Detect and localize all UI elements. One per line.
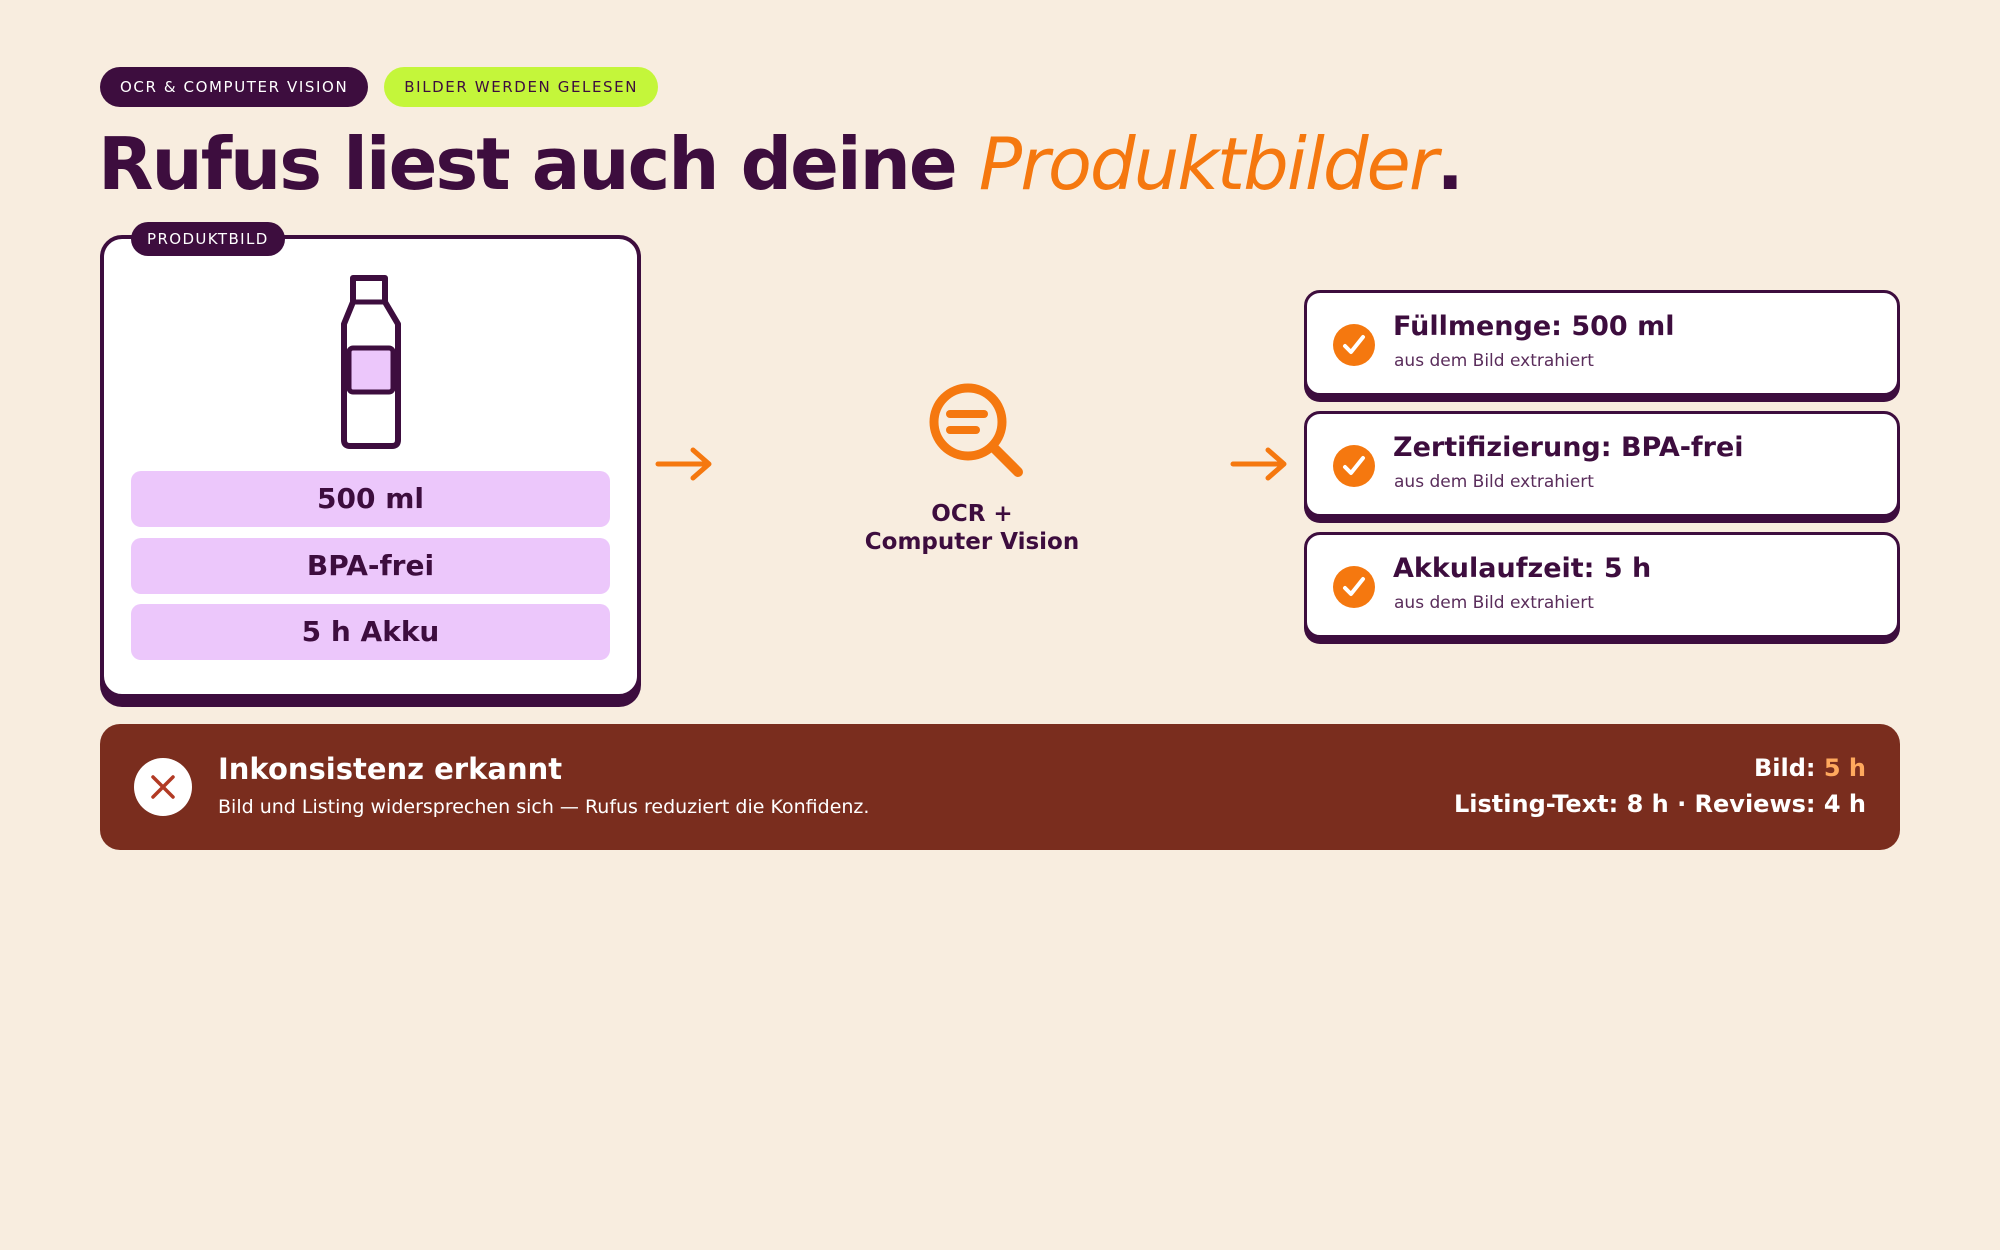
alert-title: Inkonsistenz erkannt — [218, 752, 563, 786]
image-value-row: Bild: 5 h — [1454, 754, 1866, 782]
product-label-volume: 500 ml — [131, 471, 610, 527]
result-title: Füllmenge: 500 ml — [1393, 311, 1675, 342]
chip-ocr: OCR & COMPUTER VISION — [100, 67, 369, 107]
check-icon — [1333, 566, 1375, 608]
product-label-bpa: BPA-frei — [131, 538, 610, 594]
result-subtitle: aus dem Bild extrahiert — [1394, 593, 1594, 613]
arrow-right-icon — [655, 447, 712, 481]
ocr-label: OCR + Computer Vision — [846, 500, 1098, 556]
alert-message: Bild und Listing widersprechen sich — Ru… — [218, 796, 870, 818]
magnifier-icon — [929, 383, 1023, 477]
result-subtitle: aus dem Bild extrahiert — [1394, 472, 1594, 492]
title-main: Rufus liest auch deine — [98, 122, 979, 206]
result-card: Füllmenge: 500 ml aus dem Bild extrahier… — [1304, 290, 1900, 396]
bottle-icon — [341, 275, 401, 449]
product-card-tag: PRODUKTBILD — [131, 222, 285, 256]
result-title: Akkulaufzeit: 5 h — [1393, 553, 1652, 584]
title-period: . — [1436, 122, 1463, 206]
product-label-battery: 5 h Akku — [131, 604, 610, 660]
image-label: Bild: — [1753, 754, 1816, 782]
alert-comparison: Bild: 5 h Listing-Text: 8 h · Reviews: 4… — [1454, 754, 1866, 818]
check-icon — [1333, 445, 1375, 487]
inconsistency-alert: Inkonsistenz erkannt Bild und Listing wi… — [100, 724, 1900, 850]
check-icon — [1333, 324, 1375, 366]
close-icon — [134, 758, 192, 816]
result-subtitle: aus dem Bild extrahiert — [1394, 351, 1594, 371]
result-card: Akkulaufzeit: 5 h aus dem Bild extrahier… — [1304, 532, 1900, 638]
ocr-label-line1: OCR + — [931, 501, 1013, 527]
listing-value-row: Listing-Text: 8 h · Reviews: 4 h — [1454, 790, 1866, 818]
image-value: 5 h — [1823, 754, 1866, 782]
arrow-right-icon — [1230, 447, 1287, 481]
result-title: Zertifizierung: BPA-frei — [1393, 432, 1744, 463]
page-title: Rufus liest auch deine Produktbilder. — [98, 122, 1464, 206]
chip-status: BILDER WERDEN GELESEN — [384, 67, 659, 107]
title-accent: Produktbilder — [978, 122, 1439, 206]
ocr-label-line2: Computer Vision — [864, 529, 1080, 555]
result-card: Zertifizierung: BPA-frei aus dem Bild ex… — [1304, 411, 1900, 517]
tag-chips: OCR & COMPUTER VISION BILDER WERDEN GELE… — [100, 67, 659, 107]
